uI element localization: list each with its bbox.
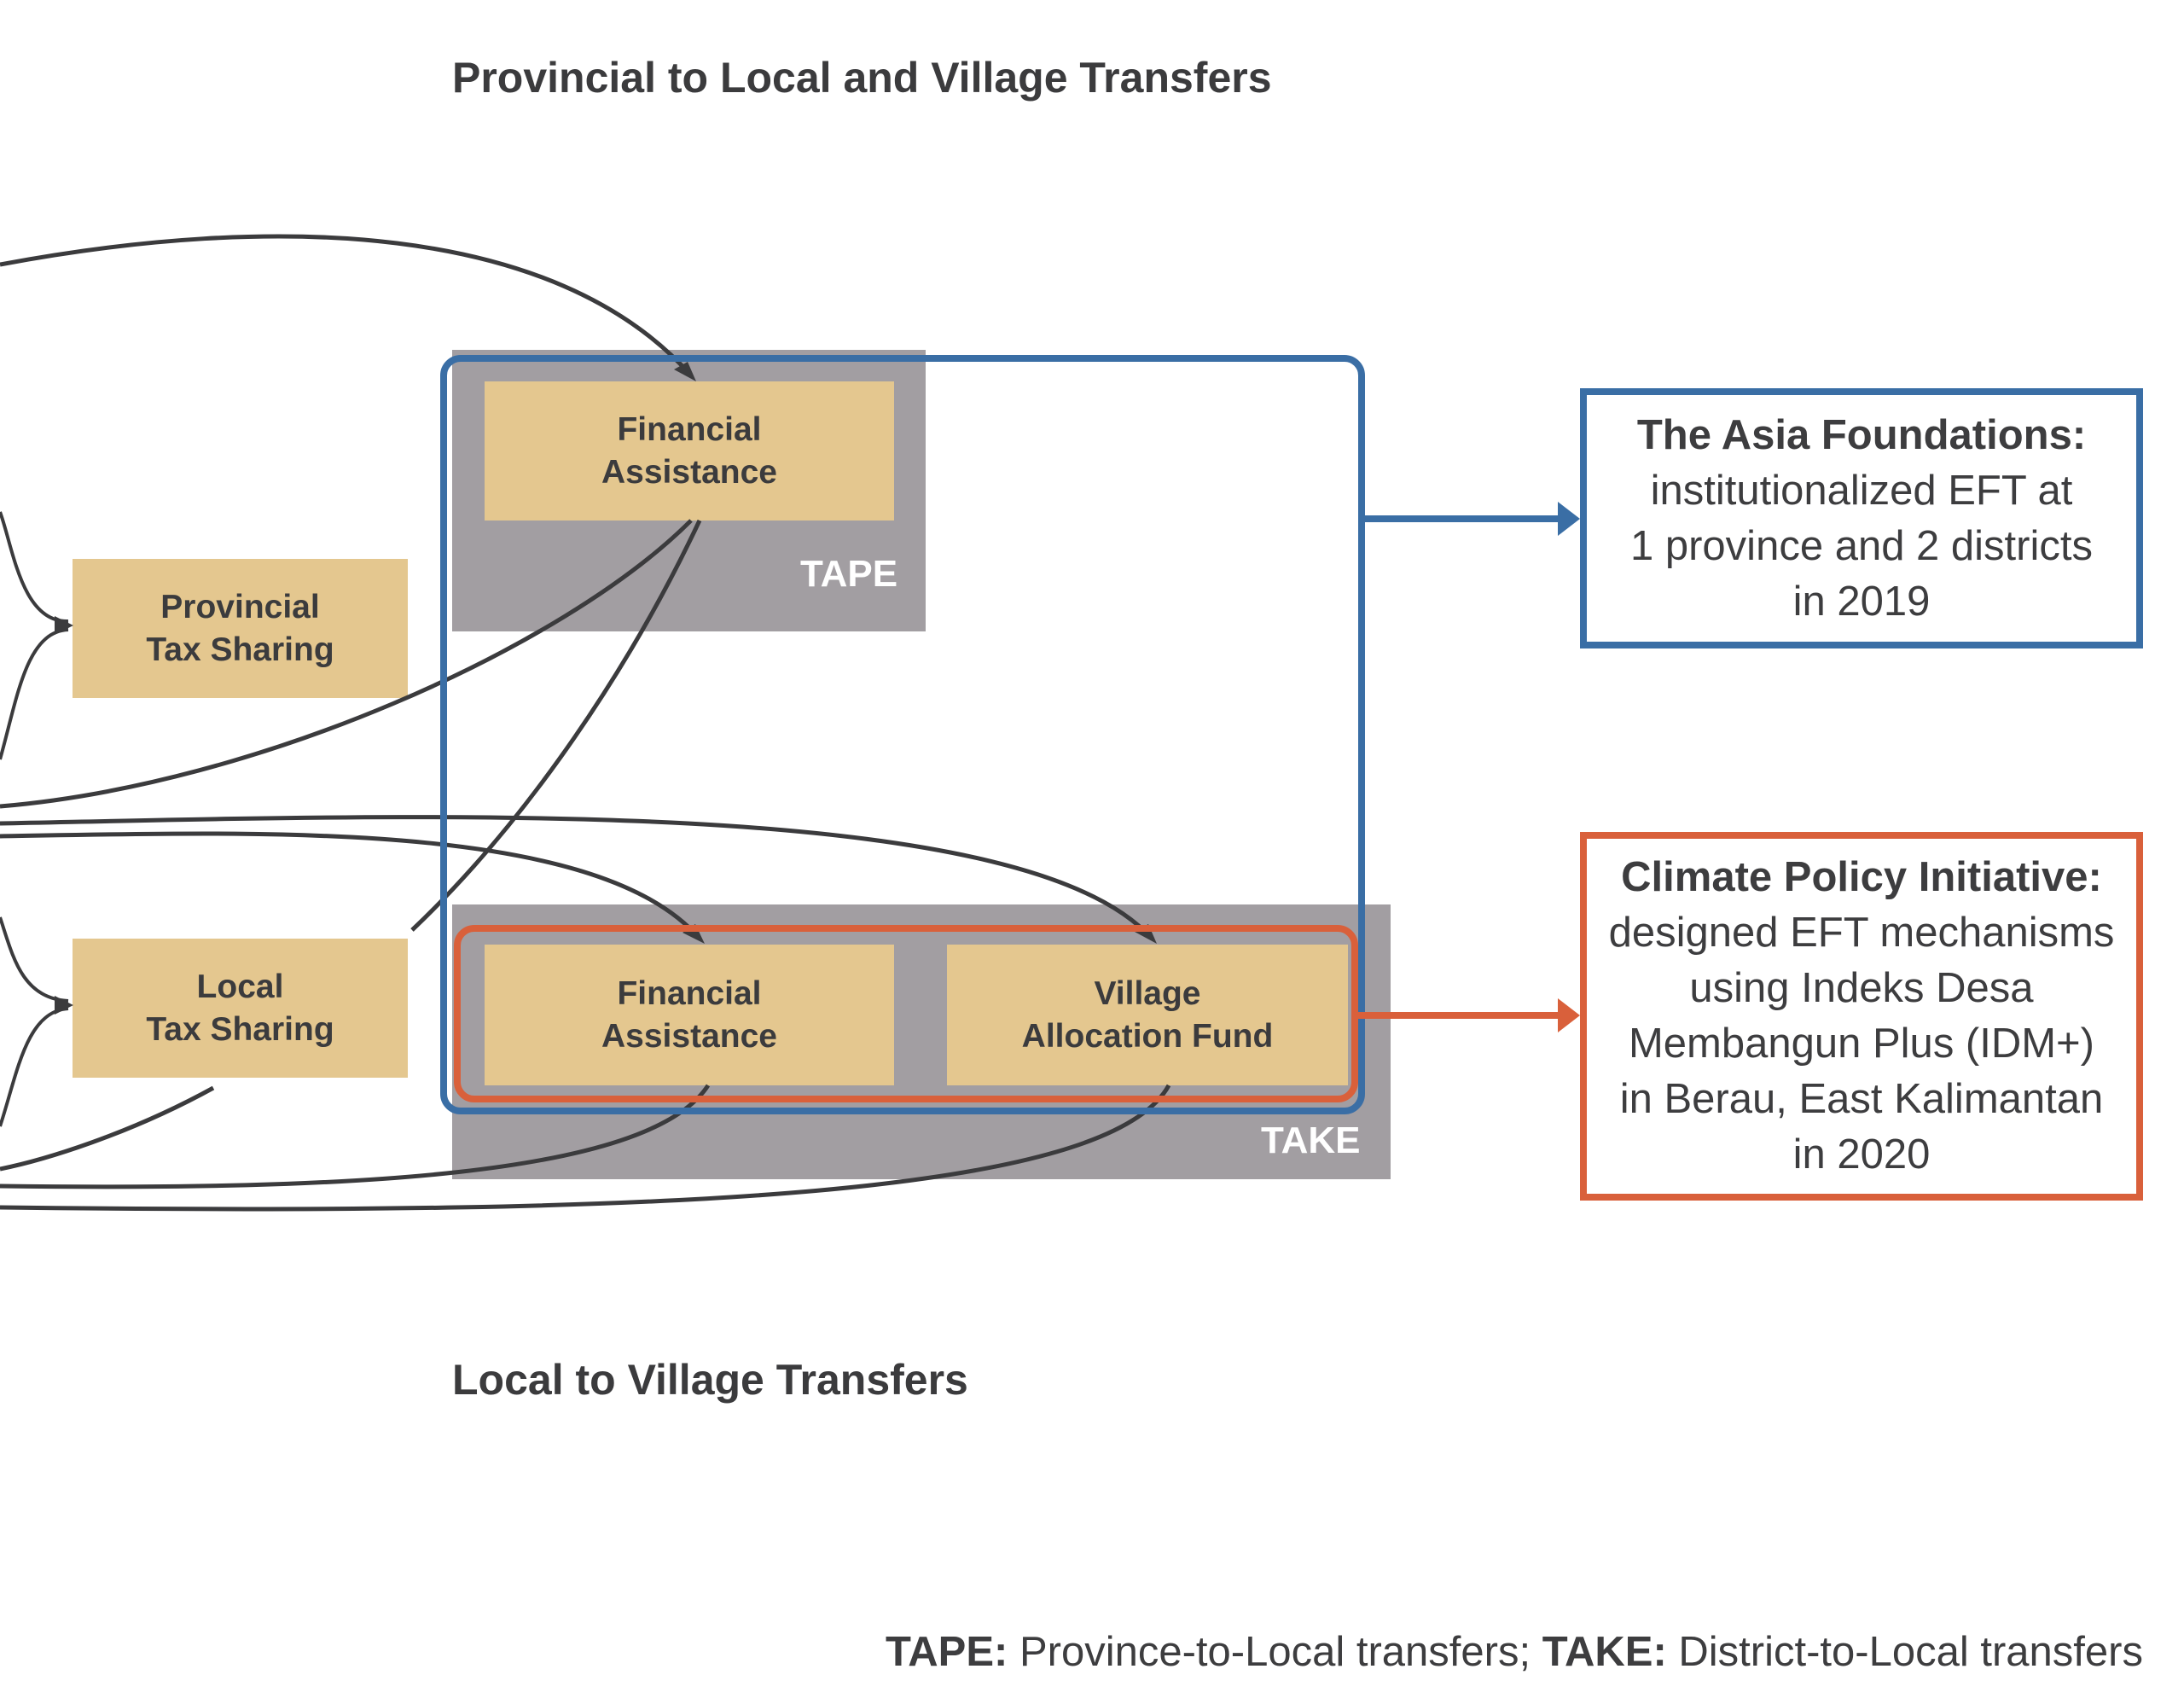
asia-foundation-callout: The Asia Foundations: institutionalized …	[1580, 388, 2143, 648]
flow-into-provincial-upper	[0, 511, 69, 624]
provincial-tax-sharing-line-1: Provincial	[160, 588, 320, 625]
take-financial-assistance-line-1: Financial	[617, 974, 762, 1012]
flow-tape-fa-to-left	[0, 519, 693, 809]
cpi-line-2: using Indeks Desa	[1689, 965, 2034, 1011]
cpi-callout: Climate Policy Initiative: designed EFT …	[1580, 832, 2143, 1201]
cpi-line-5: in 2020	[1792, 1131, 1931, 1178]
flow-tape-fa-to-local	[410, 519, 702, 932]
village-allocation-fund-line-2: Allocation Fund	[1021, 1017, 1274, 1055]
asia-foundation-scope-frame	[440, 355, 1365, 1114]
cpi-callout-arrowhead	[1558, 998, 1580, 1032]
village-allocation-fund-line-1: Village	[1094, 974, 1201, 1012]
arrowhead-local	[55, 996, 73, 1015]
cpi-line-1: designed EFT mechanisms	[1608, 910, 2115, 956]
asia-foundation-line-2: 1 province and 2 districts	[1630, 522, 2093, 569]
footnote-tape-text: Province-to-Local transfers;	[1008, 1629, 1542, 1675]
cpi-line-3: Membangun Plus (IDM+)	[1628, 1021, 2094, 1067]
provincial-tax-sharing-line-2: Tax Sharing	[146, 631, 334, 668]
footnote-take-text: District-to-Local transfers	[1666, 1629, 2143, 1675]
tape-financial-assistance-line-1: Financial	[617, 410, 762, 448]
flow-local-tax-lower	[0, 1085, 215, 1172]
tape-financial-assistance-line-2: Assistance	[601, 453, 777, 491]
local-tax-sharing-line-2: Tax Sharing	[146, 1010, 334, 1048]
arrowhead-tape-fa	[674, 362, 696, 381]
legend-footnote: TAPE: Province-to-Local transfers; TAKE:…	[886, 1628, 2143, 1676]
asia-foundation-line-3: in 2019	[1792, 578, 1931, 625]
footnote-tape-key: TAPE:	[885, 1629, 1008, 1675]
bottom-section-heading: Local to Village Transfers	[452, 1356, 968, 1404]
asia-foundation-title: The Asia Foundations:	[1636, 411, 2087, 458]
local-tax-sharing-line-1: Local	[196, 968, 284, 1005]
flow-to-take-fa	[0, 831, 701, 940]
flow-to-village-fund	[0, 815, 1153, 940]
flow-into-local-lower	[0, 1007, 69, 1127]
flow-take-fa-out	[0, 1084, 711, 1189]
flow-village-fund-out	[0, 1084, 1171, 1212]
asia-foundation-line-1: institutionalized EFT at	[1650, 467, 2073, 514]
take-group-label: TAKE	[1261, 1120, 1361, 1161]
cpi-line-4: in Berau, East Kalimantan	[1619, 1076, 2104, 1122]
cpi-title: Climate Policy Initiative:	[1621, 854, 2102, 900]
tape-group-label: TAPE	[800, 553, 898, 595]
top-section-heading: Provincial to Local and Village Transfer…	[452, 54, 1272, 102]
arrowhead-provincial	[55, 616, 73, 635]
asia-callout-arrowhead	[1558, 502, 1580, 536]
flow-into-provincial-lower	[0, 628, 69, 760]
cpi-scope-frame	[454, 925, 1358, 1102]
take-financial-assistance-line-2: Assistance	[601, 1017, 777, 1055]
flow-to-tape-fa	[0, 234, 693, 377]
flow-into-local-upper	[0, 916, 69, 1003]
footnote-take-key: TAKE:	[1542, 1629, 1667, 1675]
